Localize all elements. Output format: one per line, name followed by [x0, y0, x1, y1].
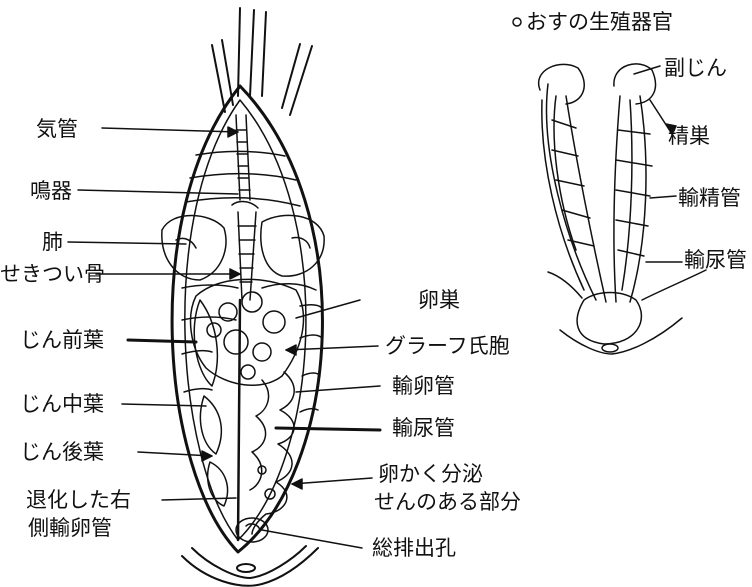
label-kidney-middle: じん中葉	[20, 392, 104, 416]
label-vas-deferens: 輸精管	[678, 186, 741, 210]
label-trachea: 気管	[36, 117, 78, 141]
trachea-spine	[232, 115, 258, 540]
label-vertebra: せきつい骨	[0, 262, 105, 286]
male-diagram-title: おすの生殖器官	[526, 10, 673, 34]
label-kidney-back: じん後葉	[20, 440, 104, 464]
label-epididymis: 副じん	[664, 56, 727, 80]
label-syrinx: 鳴器	[30, 179, 72, 203]
label-shell-gland-1: 卵かく分泌	[378, 462, 483, 486]
ovary-cluster	[191, 279, 304, 385]
label-male-ureter: 輸尿管	[684, 248, 747, 272]
oviduct	[250, 372, 294, 534]
label-graafian-follicle: グラーフ氏胞	[385, 334, 510, 358]
leader-lines-female	[68, 127, 380, 548]
label-ureter: 輸尿管	[392, 416, 455, 440]
label-lung: 肺	[42, 230, 63, 254]
label-testis: 精巣	[668, 124, 710, 148]
label-oviduct: 輸卵管	[392, 374, 455, 398]
kidneys	[194, 300, 227, 506]
label-ovary: 卵巣	[418, 288, 460, 312]
label-shell-gland-2: せんのある部分	[374, 490, 521, 514]
label-regressed-oviduct-2: 側輸卵管	[28, 516, 112, 540]
label-cloaca: 総排出孔	[372, 536, 456, 560]
label-kidney-front: じん前葉	[20, 328, 104, 352]
label-regressed-oviduct-1: 退化した右	[26, 488, 131, 512]
